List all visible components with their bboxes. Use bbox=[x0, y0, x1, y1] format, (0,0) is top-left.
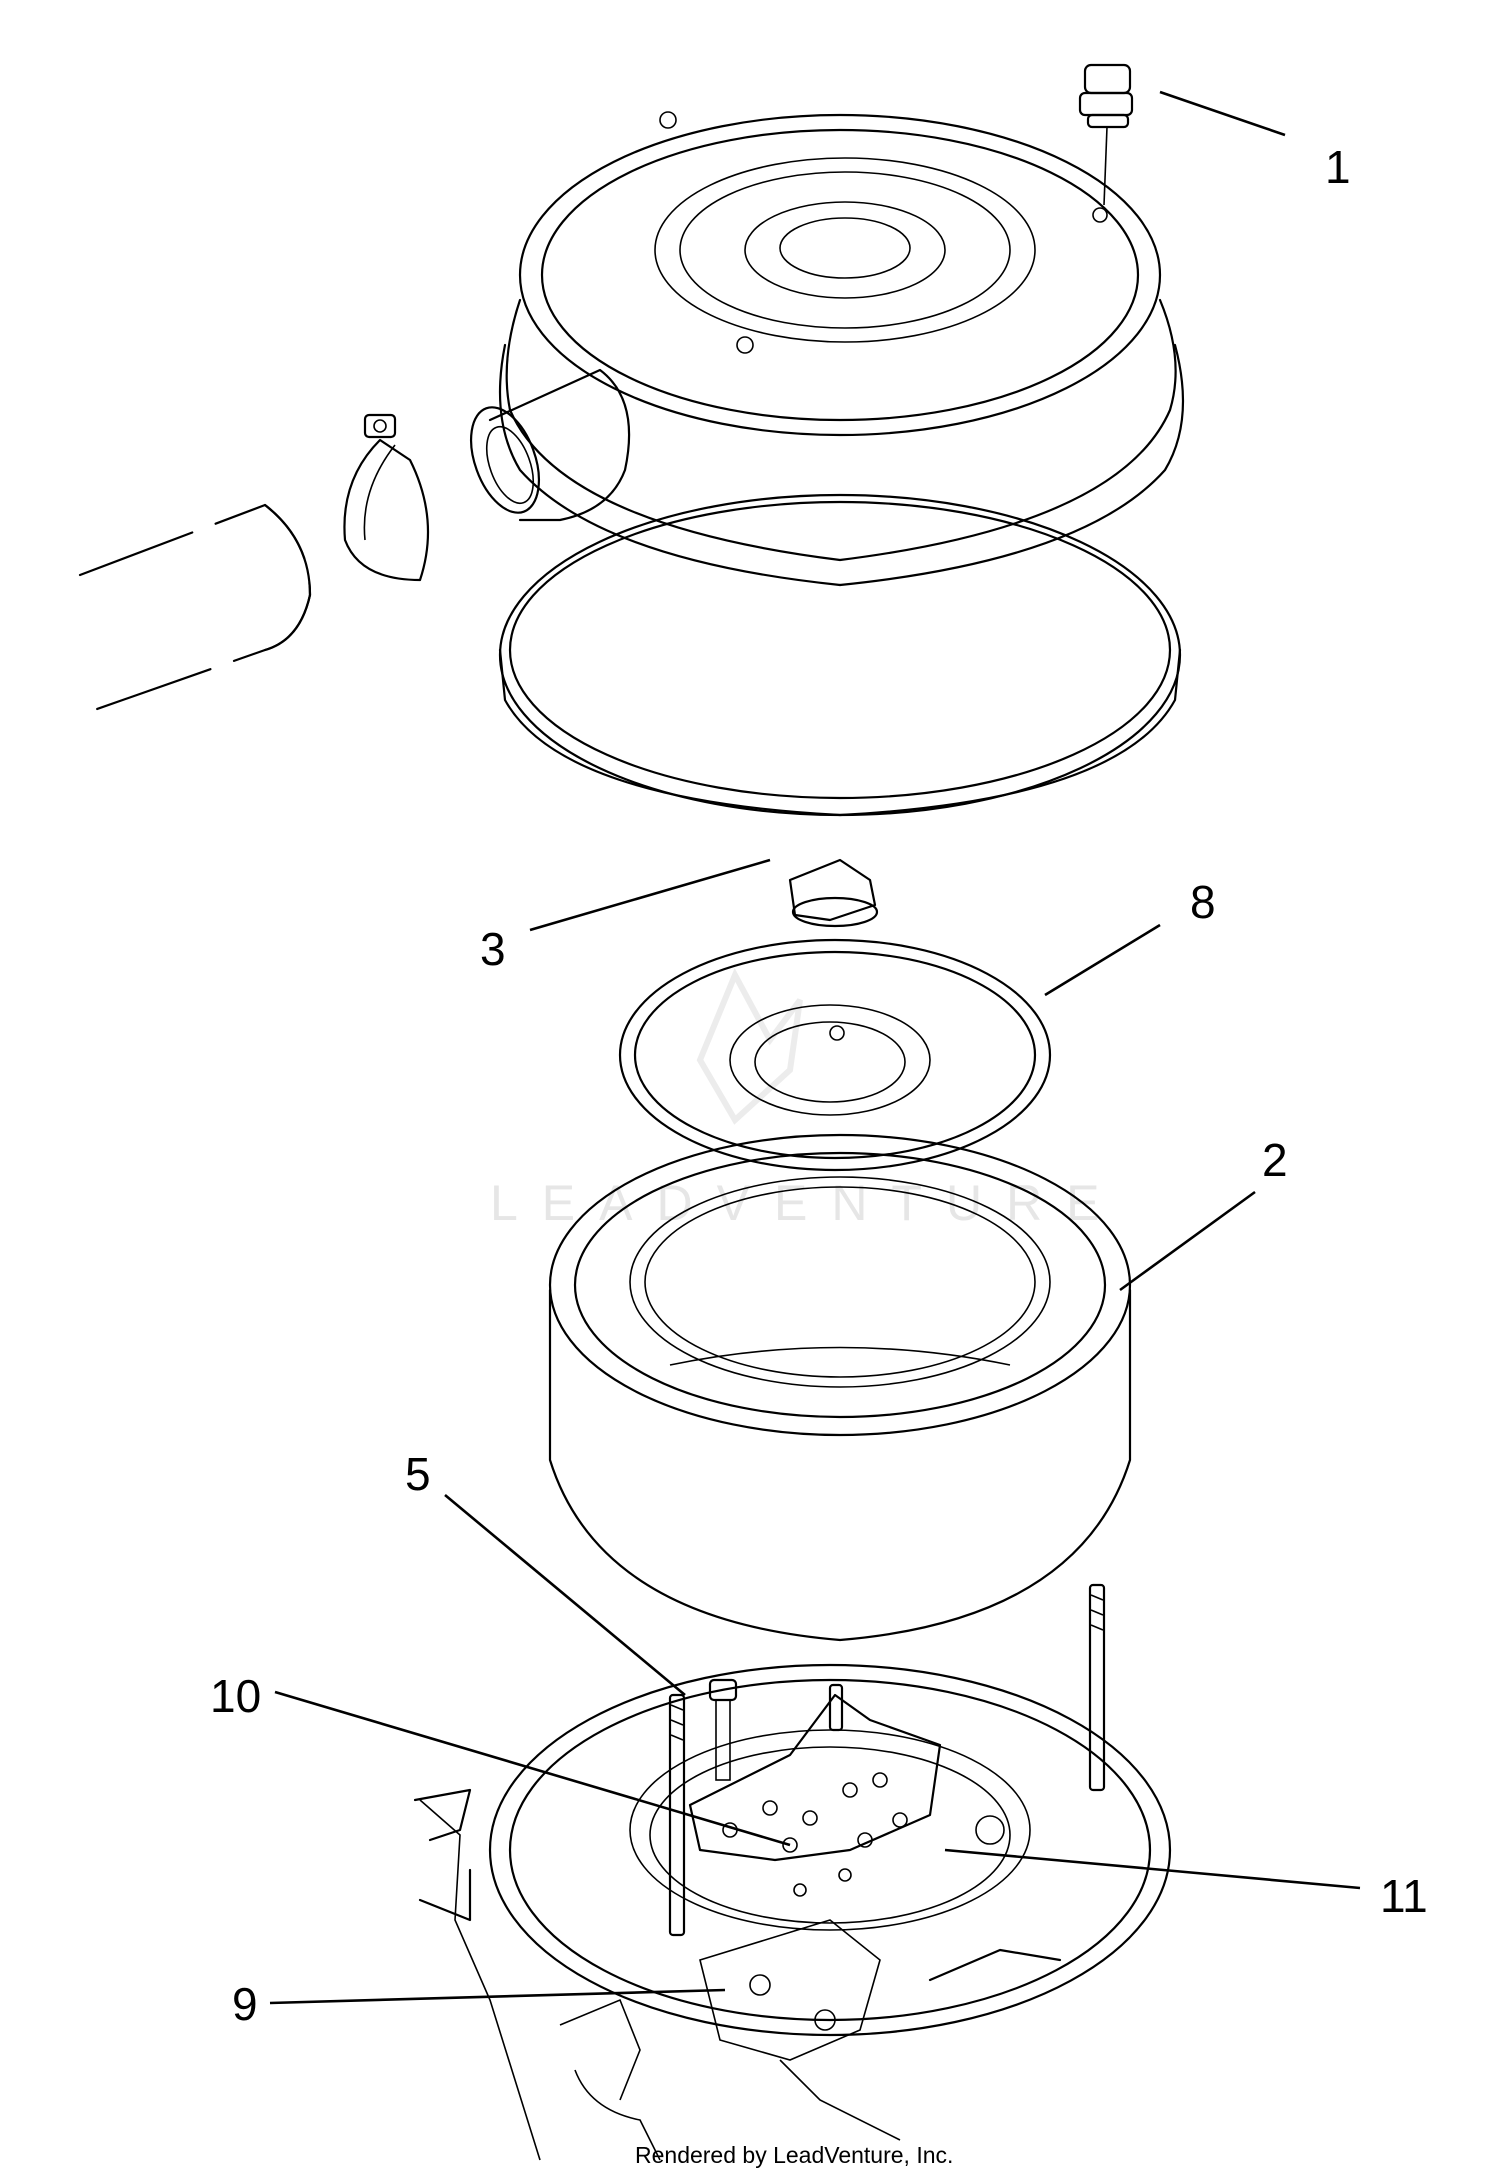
air-cleaner-cover bbox=[498, 111, 1185, 817]
callout-8: 8 bbox=[1190, 876, 1216, 928]
callout-5: 5 bbox=[405, 1448, 431, 1500]
render-credit: Rendered by LeadVenture, Inc. bbox=[635, 2142, 953, 2168]
part-1-fastener bbox=[1078, 63, 1134, 206]
callout-11: 11 bbox=[1380, 1870, 1428, 1922]
mounting-studs bbox=[668, 1583, 1106, 1937]
hose-clamp bbox=[343, 413, 430, 582]
callout-2: 2 bbox=[1262, 1134, 1288, 1186]
part-3-wing-nut bbox=[788, 858, 879, 928]
leader-2 bbox=[1119, 1190, 1256, 1292]
leader-8 bbox=[1044, 923, 1161, 997]
leader-9 bbox=[269, 1988, 726, 2005]
watermark-logo: LEADVENTURE bbox=[490, 967, 1124, 1231]
part-8-filter-cover bbox=[618, 938, 1052, 1172]
callout-1: 1 bbox=[1325, 141, 1351, 193]
engine-block-outline bbox=[419, 1799, 901, 2161]
callout-10: 10 bbox=[210, 1670, 261, 1722]
part-11-bracket bbox=[688, 1693, 942, 1897]
leader-1 bbox=[1159, 90, 1286, 137]
callout-9: 9 bbox=[232, 1978, 258, 2030]
part-2-filter-element bbox=[548, 1133, 1132, 1642]
leader-5 bbox=[444, 1494, 686, 1696]
leader-10 bbox=[274, 1690, 791, 1847]
intake-hose bbox=[78, 503, 312, 717]
leader-3 bbox=[529, 858, 771, 932]
cover-inlet-tube bbox=[470, 368, 631, 522]
leader-11 bbox=[944, 1848, 1361, 1890]
callout-3: 3 bbox=[480, 923, 506, 975]
leader-lines bbox=[269, 90, 1361, 2005]
air-cleaner-base bbox=[413, 1663, 1172, 2037]
watermark-text: LEADVENTURE bbox=[490, 1175, 1124, 1231]
callout-labels: 1 3 8 2 5 10 11 9 bbox=[210, 141, 1428, 2030]
